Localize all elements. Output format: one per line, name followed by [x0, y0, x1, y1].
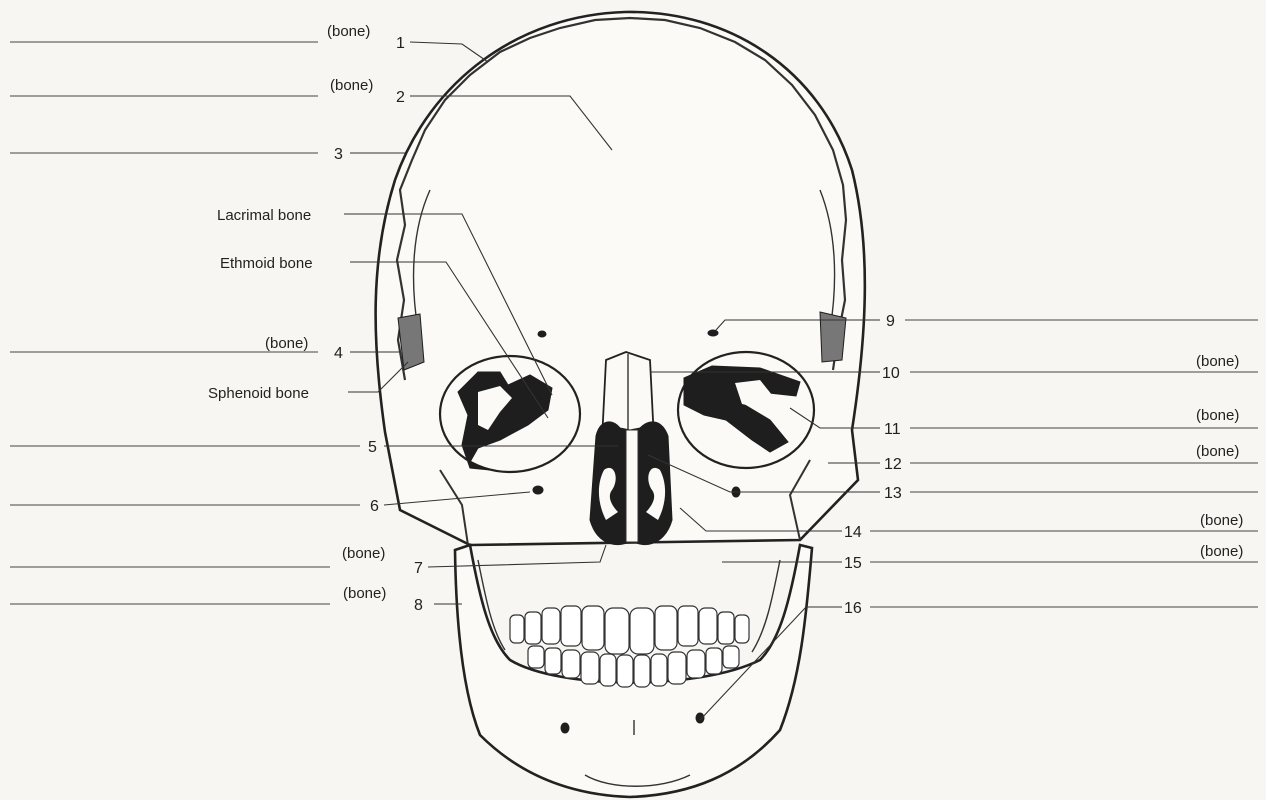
tooth	[617, 655, 633, 687]
number-13: 13	[884, 485, 902, 502]
number-12: 12	[884, 456, 902, 473]
tooth	[561, 606, 581, 646]
number-14: 14	[844, 524, 862, 541]
tooth	[718, 612, 734, 644]
tooth	[600, 654, 616, 686]
bone-label-15: (bone)	[1200, 543, 1243, 560]
tooth	[582, 606, 604, 650]
bone-label-11: (bone)	[1196, 407, 1239, 424]
nasal-septum	[626, 430, 638, 542]
ethmoid-bone-label: Ethmoid bone	[220, 255, 313, 272]
number-15: 15	[844, 555, 862, 572]
number-2: 2	[396, 89, 405, 106]
number-9: 9	[886, 313, 895, 330]
tooth	[655, 606, 677, 650]
tooth	[630, 608, 654, 654]
bone-label-1: (bone)	[327, 23, 370, 40]
number-5: 5	[368, 439, 377, 456]
number-7: 7	[414, 560, 423, 577]
mental-foramen-right	[696, 713, 704, 723]
tooth	[562, 650, 580, 678]
upper-teeth	[510, 606, 749, 654]
sphenoid-bone-label: Sphenoid bone	[208, 385, 309, 402]
number-16: 16	[844, 600, 862, 617]
bone-label-12: (bone)	[1196, 443, 1239, 460]
tooth	[687, 650, 705, 678]
number-4: 4	[334, 345, 343, 362]
number-10: 10	[882, 365, 900, 382]
bone-label-7: (bone)	[342, 545, 385, 562]
tooth	[651, 654, 667, 686]
bone-label-8: (bone)	[343, 585, 386, 602]
tooth	[605, 608, 629, 654]
number-11: 11	[884, 421, 901, 438]
tooth	[581, 652, 599, 684]
tooth	[525, 612, 541, 644]
tooth	[699, 608, 717, 644]
number-3: 3	[334, 146, 343, 163]
tooth	[706, 648, 722, 674]
tooth	[545, 648, 561, 674]
tooth	[735, 615, 749, 643]
mental-foramen-left	[561, 723, 569, 733]
pointer-1	[410, 42, 488, 62]
supraorbital-foramen-left	[538, 331, 546, 337]
number-1: 1	[396, 35, 405, 52]
tooth	[668, 652, 686, 684]
skull-illustration	[376, 12, 865, 797]
tooth	[723, 646, 739, 668]
tooth	[678, 606, 698, 646]
tooth	[510, 615, 524, 643]
supraorbital-foramen-right	[708, 330, 718, 336]
number-8: 8	[414, 597, 423, 614]
tooth	[542, 608, 560, 644]
tooth	[634, 655, 650, 687]
bone-label-14: (bone)	[1200, 512, 1243, 529]
infraorbital-foramen-left	[533, 486, 543, 494]
bone-label-2: (bone)	[330, 77, 373, 94]
bone-label-4: (bone)	[265, 335, 308, 352]
bone-label-10: (bone)	[1196, 353, 1239, 370]
number-6: 6	[370, 498, 379, 515]
lacrimal-bone-label: Lacrimal bone	[217, 207, 311, 224]
tooth	[528, 646, 544, 668]
